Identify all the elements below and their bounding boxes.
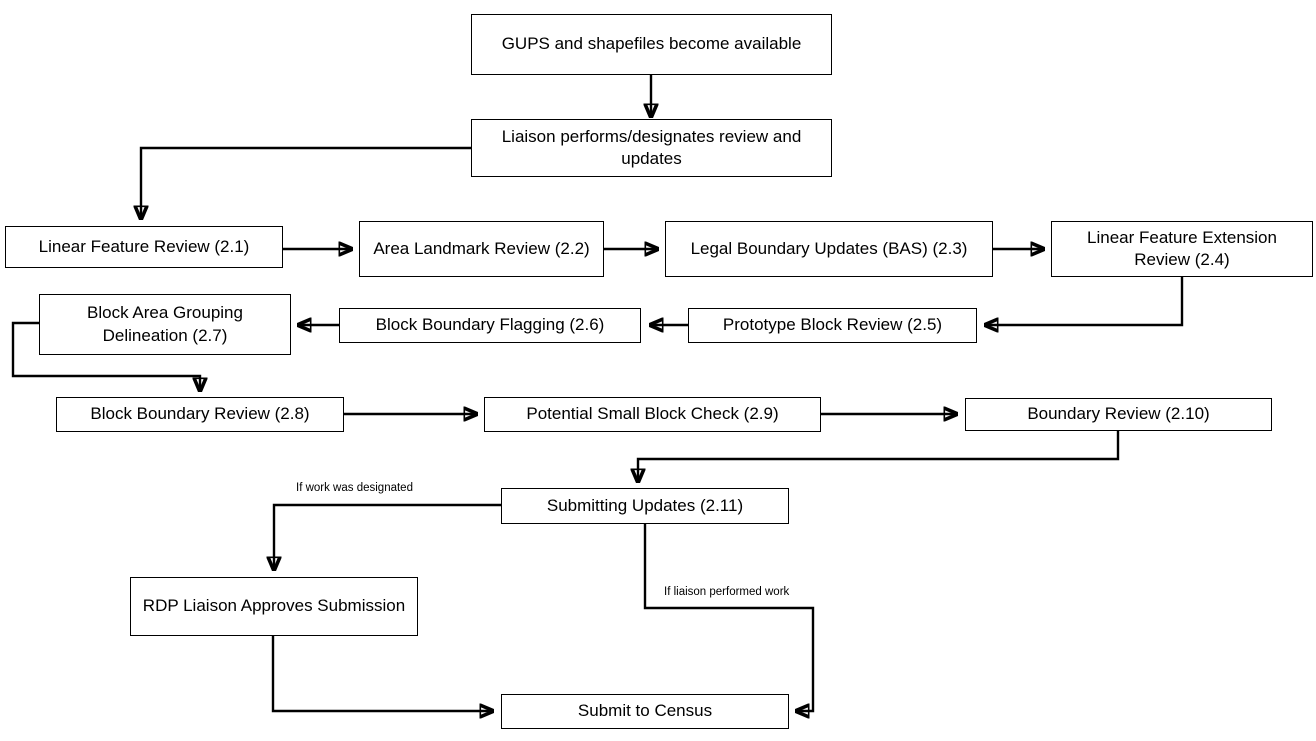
node-block-boundary-flagging-2-6[interactable]: Block Boundary Flagging (2.6)	[339, 308, 641, 343]
node-label: Legal Boundary Updates (BAS) (2.3)	[690, 238, 968, 258]
node-label: Area Landmark Review (2.2)	[373, 238, 590, 258]
edge-br-to-su	[638, 430, 1120, 482]
node-label: Linear Feature Extension Review (2.4)	[1087, 227, 1277, 269]
node-label: Block Boundary Flagging (2.6)	[375, 315, 605, 335]
node-label: Potential Small Block Check (2.9)	[526, 404, 779, 424]
edge-rdp-to-stc	[271, 636, 493, 711]
node-label: Boundary Review (2.10)	[1027, 404, 1210, 424]
node-block-area-grouping-delineation-2-7[interactable]: Block Area Grouping Delineation (2.7)	[39, 294, 291, 355]
node-block-boundary-review-2-8[interactable]: Block Boundary Review (2.8)	[56, 397, 344, 432]
node-label: Submit to Census	[577, 701, 713, 721]
node-submitting-updates-2-11[interactable]: Submitting Updates (2.11)	[501, 488, 789, 524]
node-label: RDP Liaison Approves Submission	[142, 596, 406, 616]
node-prototype-block-review-2-5[interactable]: Prototype Block Review (2.5)	[688, 308, 977, 343]
edge-su-to-stc	[643, 524, 815, 711]
node-label: Liaison performs/designates review and u…	[501, 126, 802, 168]
node-label: GUPS and shapefiles become available	[501, 34, 802, 54]
node-area-landmark-review-2-2[interactable]: Area Landmark Review (2.2)	[359, 221, 604, 277]
node-label: Linear Feature Review (2.1)	[38, 236, 250, 256]
edge-lfer-to-pbr	[985, 276, 1184, 325]
edge-bagd-to-bbr	[11, 321, 200, 391]
node-label: Submitting Updates (2.11)	[546, 495, 744, 515]
edge-label-if-work-was-designated: If work was designated	[296, 482, 413, 494]
node-label: Prototype Block Review (2.5)	[722, 315, 943, 335]
node-linear-feature-extension-review-2-4[interactable]: Linear Feature Extension Review (2.4)	[1051, 221, 1313, 277]
node-label: Block Area Grouping Delineation (2.7)	[87, 303, 243, 345]
node-liaison-performs-designates-review-and-updates[interactable]: Liaison performs/designates review and u…	[471, 119, 832, 177]
edge-liaison-to-lfr	[141, 146, 471, 219]
edge-su-to-rdp	[274, 503, 501, 570]
node-boundary-review-2-10[interactable]: Boundary Review (2.10)	[965, 398, 1272, 431]
edge-label-if-liaison-performed-work: If liaison performed work	[664, 586, 790, 598]
node-potential-small-block-check-2-9[interactable]: Potential Small Block Check (2.9)	[484, 397, 821, 432]
node-label: Block Boundary Review (2.8)	[90, 404, 310, 424]
node-rdp-liaison-approves-submission[interactable]: RDP Liaison Approves Submission	[130, 577, 418, 636]
node-submit-to-census[interactable]: Submit to Census	[501, 694, 789, 729]
node-gups-and-shapefiles-become-available[interactable]: GUPS and shapefiles become available	[471, 14, 832, 75]
node-legal-boundary-updates-bas-2-3[interactable]: Legal Boundary Updates (BAS) (2.3)	[665, 221, 993, 277]
node-linear-feature-review-2-1[interactable]: Linear Feature Review (2.1)	[5, 226, 283, 268]
